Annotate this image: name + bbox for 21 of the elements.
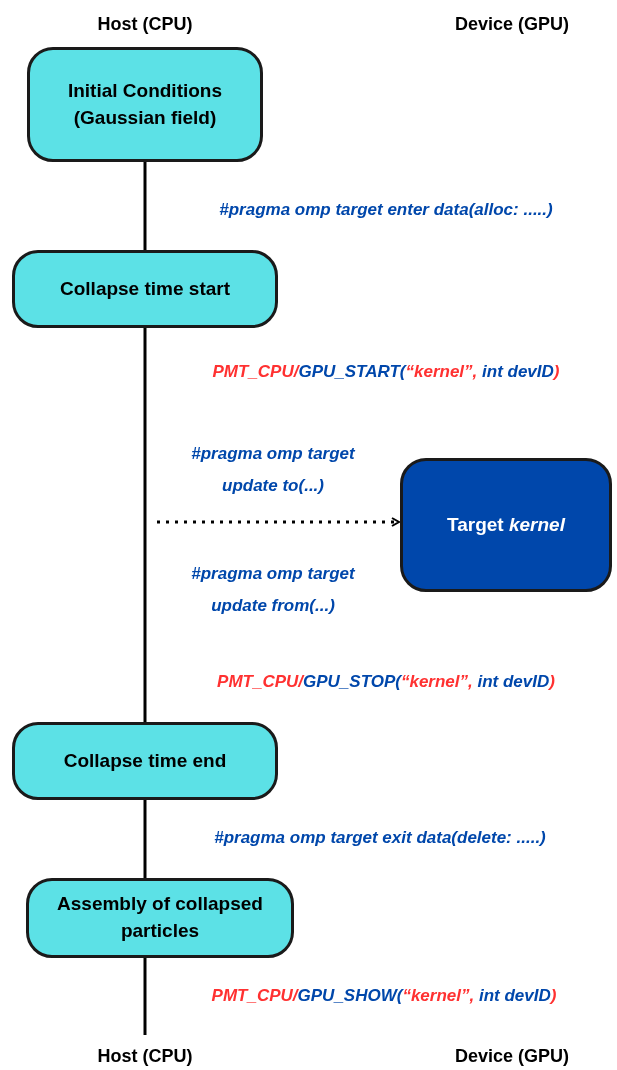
process-box: Collapse time end xyxy=(12,722,278,800)
timeline-line xyxy=(143,958,147,1035)
timer-call-code: PMT_CPU/GPU_START(“kernel”, int devID) xyxy=(212,362,560,382)
timer-call-code: PMT_CPU/GPU_STOP(“kernel”, int devID) xyxy=(217,672,555,692)
pragma-directive-code: #pragma omp target update from(...) xyxy=(190,563,356,617)
pragma-directive-code: #pragma omp target update to(...) xyxy=(190,443,356,497)
column-header: Host (CPU) xyxy=(97,1046,193,1067)
timer-call-code: PMT_CPU/GPU_SHOW(“kernel”, int devID) xyxy=(211,986,557,1006)
timeline-line xyxy=(143,328,147,722)
pragma-directive-code: #pragma omp target exit data(delete: .....) xyxy=(214,828,546,848)
timeline-line xyxy=(143,800,147,878)
column-header: Host (CPU) xyxy=(97,14,193,35)
column-header: Device (GPU) xyxy=(455,14,569,35)
column-header: Device (GPU) xyxy=(455,1046,569,1067)
dotted-arrow xyxy=(157,517,400,527)
initial-conditions-box: Initial Conditions (Gaussian field) xyxy=(27,47,263,162)
timeline-line xyxy=(143,162,147,250)
process-box: Collapse time start xyxy=(12,250,278,328)
pragma-directive-code: #pragma omp target enter data(alloc: .....) xyxy=(219,200,553,220)
process-box: Assembly of collapsed particles xyxy=(26,878,294,958)
device-kernel-box: Target kernel xyxy=(400,458,612,592)
